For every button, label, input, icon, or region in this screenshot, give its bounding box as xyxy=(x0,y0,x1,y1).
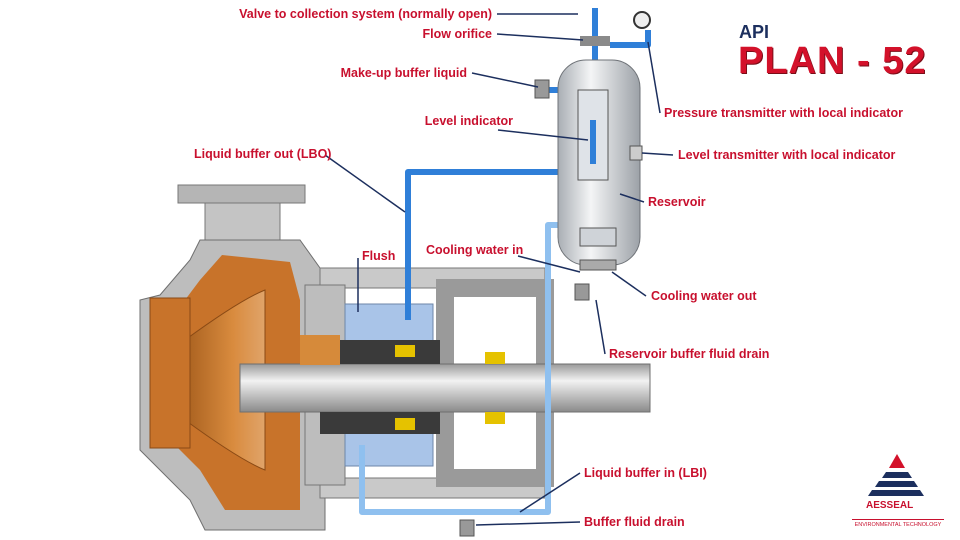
title-prefix: API xyxy=(739,22,770,42)
label-flush: Flush xyxy=(362,249,396,263)
shaft xyxy=(239,363,651,413)
reservoir-tank xyxy=(459,11,651,537)
page-title: PLAN - 52 xyxy=(738,40,927,82)
label-reservoir: Reservoir xyxy=(648,195,706,209)
label-makeup-buffer: Make-up buffer liquid xyxy=(340,66,467,80)
label-buffer-drain: Buffer fluid drain xyxy=(584,515,685,529)
label-cooling-out: Cooling water out xyxy=(651,289,757,303)
label-lbo: Liquid buffer out (LBO) xyxy=(194,147,332,161)
label-valve-collection: Valve to collection system (normally ope… xyxy=(239,7,492,21)
logo-name: AESSEAL xyxy=(866,500,914,511)
label-level-transmitter: Level transmitter with local indicator xyxy=(678,148,896,162)
aesseal-logo xyxy=(868,454,924,496)
leader-lines xyxy=(324,13,674,526)
logo-tagline: ENVIRONMENTAL TECHNOLOGY xyxy=(852,519,944,528)
label-level-indicator: Level indicator xyxy=(424,114,513,128)
label-reservoir-drain: Reservoir buffer fluid drain xyxy=(609,347,770,361)
mechanical-seal xyxy=(300,303,505,467)
label-cooling-in: Cooling water in xyxy=(426,243,524,257)
pump-casing xyxy=(139,184,326,531)
label-flow-orifice: Flow orifice xyxy=(422,27,492,41)
label-pressure-transmitter: Pressure transmitter with local indicato… xyxy=(664,106,903,120)
label-lbi: Liquid buffer in (LBI) xyxy=(584,466,707,480)
